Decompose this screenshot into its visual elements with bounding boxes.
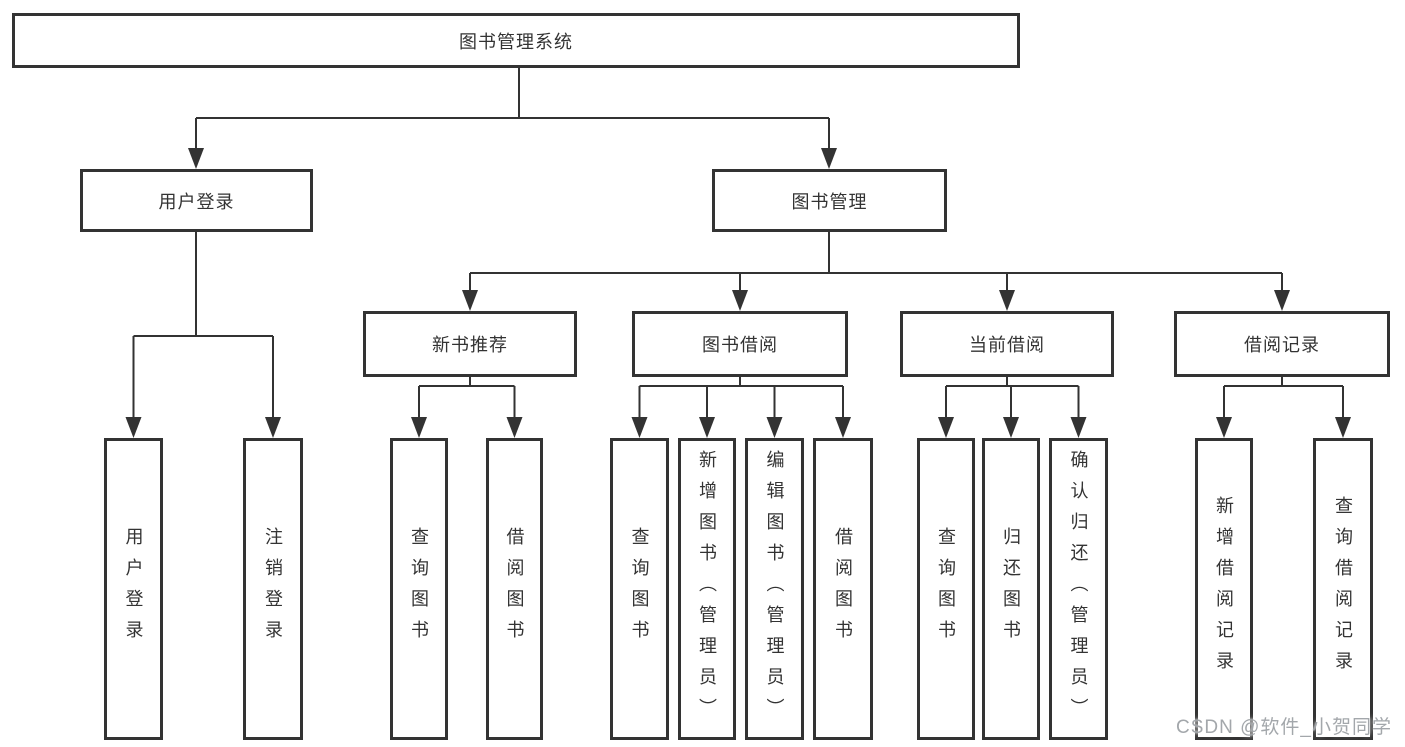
leaf-borrowing-query-books-label: 查询图书 — [629, 527, 650, 651]
watermark: CSDN @软件_小贺同学 — [1176, 717, 1392, 738]
connector-shafts — [132, 68, 1344, 419]
node-borrowing-records: 借阅记录 — [1174, 311, 1390, 377]
leaf-recommend-borrow-books: 借阅图书 — [486, 438, 543, 740]
leaf-logout: 注销登录 — [243, 438, 303, 740]
leaf-logout-label: 注销登录 — [263, 527, 283, 651]
leaf-current-query-books: 查询图书 — [917, 438, 975, 740]
leaf-borrowing-borrow-books: 借阅图书 — [813, 438, 873, 740]
node-borrowing-records-label: 借阅记录 — [1244, 335, 1320, 355]
node-current-borrowing-label: 当前借阅 — [969, 335, 1045, 355]
node-user-login-label: 用户登录 — [158, 191, 235, 212]
leaf-return-books-label: 归还图书 — [1001, 527, 1021, 651]
leaf-add-books-admin-label: 新增图书（管理员） — [697, 449, 717, 729]
node-book-management: 图书管理 — [712, 169, 947, 232]
leaf-recommend-query-books: 查询图书 — [390, 438, 448, 740]
leaf-query-borrow-record: 查询借阅记录 — [1313, 438, 1373, 740]
leaf-confirm-return-admin-label: 确认归还（管理员） — [1068, 449, 1089, 729]
node-book-borrowing: 图书借阅 — [632, 311, 848, 377]
leaf-add-books-admin: 新增图书（管理员） — [678, 438, 736, 740]
node-book-borrowing-label: 图书借阅 — [702, 335, 778, 355]
leaf-user-login-label: 用户登录 — [123, 527, 144, 651]
node-current-borrowing: 当前借阅 — [900, 311, 1114, 377]
leaf-add-borrow-record-label: 新增借阅记录 — [1214, 496, 1234, 682]
node-root: 图书管理系统 — [12, 13, 1020, 68]
leaf-current-query-books-label: 查询图书 — [936, 527, 956, 651]
leaf-return-books: 归还图书 — [982, 438, 1040, 740]
leaf-query-borrow-record-label: 查询借阅记录 — [1333, 496, 1353, 682]
leaf-recommend-query-books-label: 查询图书 — [409, 527, 429, 651]
node-book-management-label: 图书管理 — [791, 191, 868, 212]
leaf-recommend-borrow-books-label: 借阅图书 — [504, 527, 525, 651]
leaf-edit-books-admin-label: 编辑图书（管理员） — [764, 449, 785, 729]
node-new-book-recommend: 新书推荐 — [363, 311, 577, 377]
node-new-book-recommend-label: 新书推荐 — [432, 335, 508, 355]
leaf-borrowing-borrow-books-label: 借阅图书 — [833, 527, 853, 651]
node-user-login: 用户登录 — [80, 169, 313, 232]
node-root-label: 图书管理系统 — [459, 31, 573, 52]
leaf-edit-books-admin: 编辑图书（管理员） — [745, 438, 804, 740]
leaf-user-login: 用户登录 — [104, 438, 163, 740]
leaf-borrowing-query-books: 查询图书 — [610, 438, 669, 740]
leaf-add-borrow-record: 新增借阅记录 — [1195, 438, 1253, 740]
arrowheads — [125, 148, 1351, 438]
leaf-confirm-return-admin: 确认归还（管理员） — [1049, 438, 1108, 740]
